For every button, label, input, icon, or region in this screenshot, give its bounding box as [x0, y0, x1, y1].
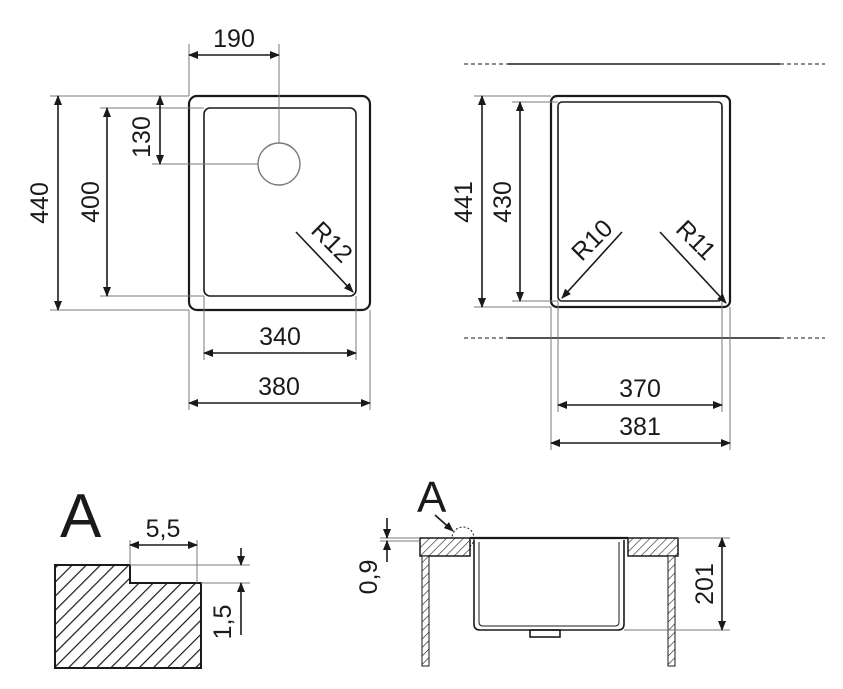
dim-370-label: 370	[619, 375, 661, 403]
radius-r11-label: R11	[670, 215, 721, 266]
dim-440-label: 440	[26, 182, 54, 224]
countertop-right	[627, 537, 679, 557]
sink-plan-1: 190 440 400 130 R12 340 380	[26, 25, 372, 410]
dim-441-label: 441	[450, 181, 478, 223]
sink-bowl-section	[473, 540, 625, 631]
dim-130-label: 130	[128, 116, 156, 158]
detail-a: A 5,5 1,5	[54, 482, 250, 669]
dim-190-label: 190	[213, 25, 255, 53]
radius-leader-r11	[659, 231, 727, 304]
cabinet-wall-right	[667, 555, 676, 667]
detail-a-label: A	[60, 482, 102, 551]
radius-r10-label: R10	[566, 214, 618, 266]
cabinet-wall-left	[421, 555, 430, 667]
dim-381-label: 381	[619, 413, 661, 441]
dim-1-5-label: 1,5	[209, 605, 237, 640]
sink-2-outer-outline	[549, 94, 732, 309]
dim-340-label: 340	[259, 323, 301, 351]
radius-r12-label: R12	[306, 216, 358, 268]
section-a-label: A	[417, 473, 447, 522]
dim-400-label: 400	[77, 181, 105, 223]
dim-430-label: 430	[489, 181, 517, 223]
radius-leader-r10	[561, 231, 623, 299]
sink-drain-section	[529, 629, 561, 638]
section-view: A 0,9 201	[355, 473, 730, 667]
countertop-left	[419, 537, 471, 557]
dim-0-9-label: 0,9	[355, 560, 383, 595]
drain-hole	[257, 142, 301, 186]
dim-5-5-label: 5,5	[146, 515, 181, 543]
dim-201-label: 201	[691, 563, 719, 605]
sink-2-inner-outline	[557, 101, 723, 302]
sink-1-inner-outline	[203, 107, 357, 297]
detail-a-hatched-profile	[54, 564, 202, 669]
radius-leader-r12	[295, 231, 354, 293]
dim-380-label: 380	[258, 373, 300, 401]
sink-plan-2: 441 430 R10 R11 370 381	[450, 63, 825, 450]
